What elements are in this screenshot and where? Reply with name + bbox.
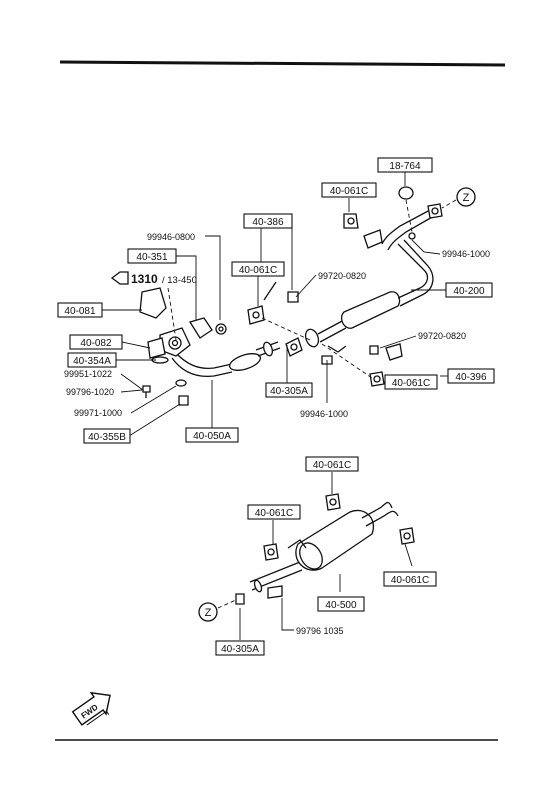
part-box-40-061c-left: 40-061C — [231, 261, 285, 277]
reference-pointer-icon — [110, 271, 129, 285]
rubber-hangers-lower — [235, 493, 415, 605]
part-box-40-355b-text: 40-355B — [88, 432, 126, 443]
part-box-40-081-text: 40-081 — [64, 306, 96, 317]
part-box-40-354a-text: 40-354A — [73, 356, 111, 367]
dash-1310 — [167, 287, 177, 341]
manifold-joint — [139, 287, 227, 406]
part-box-40-061c-lower-left-text: 40-061C — [255, 508, 293, 519]
part-box-40-200: 40-200 — [445, 282, 493, 298]
part-box-40-082-text: 40-082 — [80, 338, 112, 349]
front-pipe — [171, 341, 281, 378]
part-box-40-061c-top-text: 40-061C — [330, 186, 368, 197]
part-box-40-305a-mid-text: 40-305A — [270, 386, 308, 397]
z-marker-bottom-text: Z — [205, 607, 212, 619]
dash-hanger-b — [321, 343, 373, 379]
leader-lines — [101, 172, 448, 640]
part-box-40-386: 40-386 — [243, 213, 293, 229]
part-box-40-351-text: 40-351 — [136, 252, 168, 263]
part-box-40-050a: 40-050A — [185, 427, 239, 443]
part-box-40-061c-lower-right-text: 40-061C — [391, 575, 429, 586]
part-box-40-050a-text: 40-050A — [193, 431, 231, 442]
part-box-40-305a-bottom-text: 40-305A — [221, 644, 259, 655]
part-box-40-061c-mid-text: 40-061C — [392, 378, 430, 389]
dash-hanger-a — [261, 317, 311, 341]
reference-callout: 1310 / 13-450 — [110, 271, 197, 286]
part-box-40-355b: 40-355B — [83, 428, 131, 444]
part-box-40-082: 40-082 — [69, 334, 123, 350]
dash-z-bottom — [217, 599, 237, 609]
part-number-99946-0800: 99946-0800 — [147, 232, 195, 242]
part-box-40-396: 40-396 — [447, 368, 495, 384]
top-rule — [59, 60, 506, 67]
dash-z-top — [441, 199, 457, 209]
part-number-99946-1000-mid: 99946-1000 — [300, 409, 348, 419]
part-box-40-061c-mid: 40-061C — [384, 374, 438, 390]
z-marker-top-text: Z — [463, 192, 470, 204]
part-box-40-081: 40-081 — [57, 302, 103, 318]
part-number-99796-1020: 99796-1020 — [66, 387, 114, 397]
part-box-40-305a-mid: 40-305A — [265, 382, 313, 398]
part-box-18-764: 18-764 — [377, 157, 433, 173]
z-marker-top: Z — [456, 187, 476, 207]
part-number-99971-1000: 99971-1000 — [74, 408, 122, 418]
dash-tail-a — [405, 199, 413, 233]
rubber-hangers-upper — [247, 186, 443, 387]
mid-joint-gasket — [285, 328, 320, 357]
part-number-99946-1000-top: 99946-1000 — [442, 249, 490, 259]
part-box-40-354a: 40-354A — [67, 352, 117, 368]
part-number-99796-1035: 99796 1035 — [296, 626, 344, 636]
part-box-40-061c-top: 40-061C — [321, 182, 377, 198]
part-box-40-305a-bottom: 40-305A — [215, 640, 265, 656]
fwd-arrow-icon: FWD — [71, 691, 111, 726]
center-pipe — [317, 209, 435, 353]
reference-main: 1310 — [131, 272, 158, 286]
part-box-40-200-text: 40-200 — [453, 286, 485, 297]
part-box-40-500: 40-500 — [317, 596, 365, 612]
z-marker-bottom: Z — [198, 602, 218, 622]
part-box-40-396-text: 40-396 — [455, 372, 487, 383]
part-box-40-061c-left-text: 40-061C — [239, 265, 277, 276]
part-box-40-061c-lower-top: 40-061C — [305, 456, 359, 472]
reference-sub: / 13-450 — [162, 275, 197, 286]
part-box-40-061c-lower-top-text: 40-061C — [313, 460, 351, 471]
part-box-40-386-text: 40-386 — [252, 217, 284, 228]
part-number-99951-1022: 99951-1022 — [64, 369, 112, 379]
part-number-99720-0820-top: 99720-0820 — [318, 271, 366, 281]
part-box-40-061c-lower-right: 40-061C — [383, 571, 437, 587]
part-box-40-351: 40-351 — [127, 248, 177, 264]
part-box-40-061c-lower-left: 40-061C — [247, 504, 301, 520]
part-box-18-764-text: 18-764 — [389, 161, 421, 172]
part-number-99720-0820-mid: 99720-0820 — [418, 331, 466, 341]
main-muffler-assembly — [249, 501, 399, 593]
part-box-40-500-text: 40-500 — [325, 600, 357, 611]
